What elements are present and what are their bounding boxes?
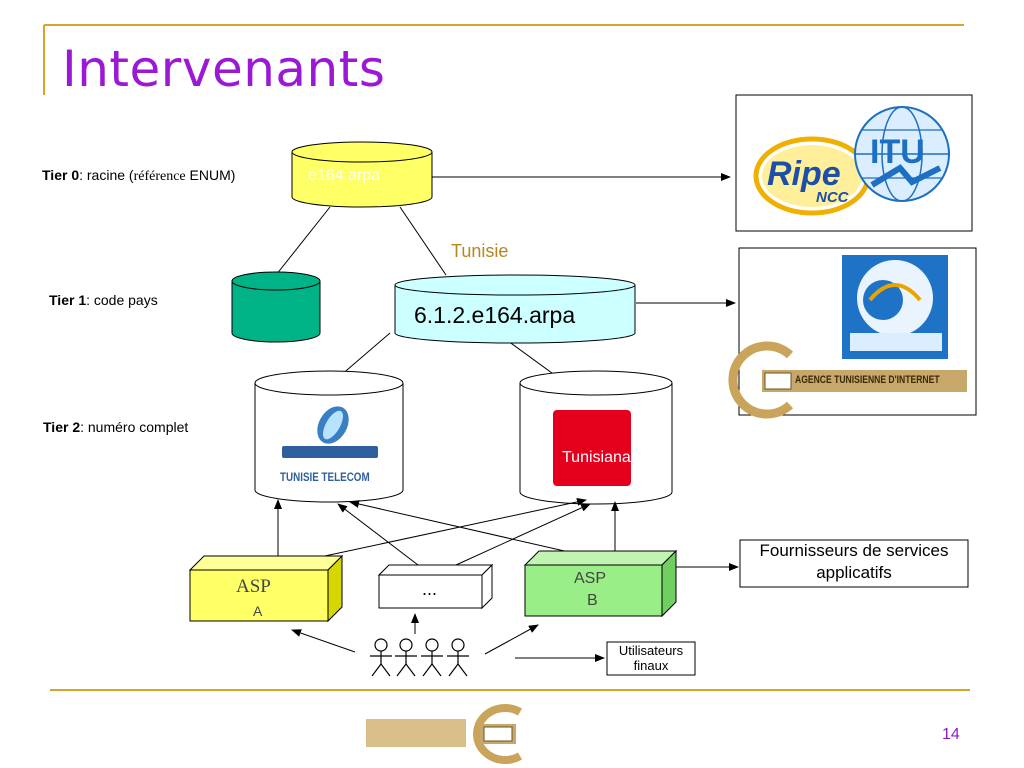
itu-logo-text: ITU xyxy=(870,133,925,171)
middle-box-label: ... xyxy=(422,579,438,599)
country-name-label: Tunisie xyxy=(451,241,509,261)
page-number: 14 xyxy=(942,726,960,743)
tier0-desc-b: ENUM) xyxy=(185,167,236,183)
title-frame xyxy=(43,24,964,95)
providers-label-2: applicatifs xyxy=(816,563,892,582)
tier1-desc: : code pays xyxy=(86,292,158,308)
user-arrows xyxy=(291,613,605,662)
itu-logo xyxy=(854,106,950,202)
tier0-name: Tier 0 xyxy=(42,167,80,183)
tunisie-telecom-logo xyxy=(278,406,378,484)
users-box xyxy=(606,641,696,676)
page-title: Intervenants xyxy=(62,40,386,98)
users-figures xyxy=(370,638,469,677)
ripe-ncc-logo xyxy=(753,136,871,216)
tier1-name: Tier 1 xyxy=(49,292,87,308)
middle-box xyxy=(377,563,494,610)
ati-emblem xyxy=(842,255,948,359)
ati-logo-text: AGENCE TUNISIENNE D'INTERNET xyxy=(795,374,940,386)
tier2-desc: : numéro complet xyxy=(80,419,189,435)
green-db-cylinder xyxy=(231,271,321,343)
tier2-name: Tier 2 xyxy=(43,419,81,435)
asp-b-label-1: ASP xyxy=(574,570,607,587)
providers-box xyxy=(739,539,969,588)
tier0-label: Tier 0: racine (référence ENUM) xyxy=(42,167,235,185)
country-db-label: 6.1.2.e164.arpa xyxy=(414,302,576,328)
tier0-desc-a: : racine ( xyxy=(79,167,134,183)
tier2-label: Tier 2: numéro complet xyxy=(43,419,188,435)
asp-a-label-1: ASP xyxy=(236,576,271,597)
providers-label-1: Fournisseurs de services xyxy=(759,541,949,560)
tunisie-telecom-logo-text: TUNISIE TELECOM xyxy=(280,470,370,484)
users-label-2: finaux xyxy=(633,658,669,673)
root-db-cylinder xyxy=(291,141,433,208)
tier0-desc-ref: référence xyxy=(133,169,186,184)
asp-b-box xyxy=(523,549,678,618)
users-label-1: Utilisateurs xyxy=(618,643,684,658)
footer-logo xyxy=(366,704,523,764)
tunisiana-logo-text: Tunisiana xyxy=(562,449,631,466)
asp-a-box xyxy=(188,554,344,623)
country-db-cylinder xyxy=(394,274,636,344)
root-db-label: e164.arpa xyxy=(308,167,381,184)
ripe-logo-text: Ripe xyxy=(767,155,841,193)
asp-b-label-2: B xyxy=(587,592,598,609)
ati-banner xyxy=(728,341,967,419)
tier1-label: Tier 1: code pays xyxy=(49,292,158,308)
asp-a-label-2: A xyxy=(253,603,263,619)
tunisiana-logo-square xyxy=(553,410,631,486)
asp-arrows xyxy=(274,497,619,570)
ncc-logo-text: NCC xyxy=(816,189,849,206)
